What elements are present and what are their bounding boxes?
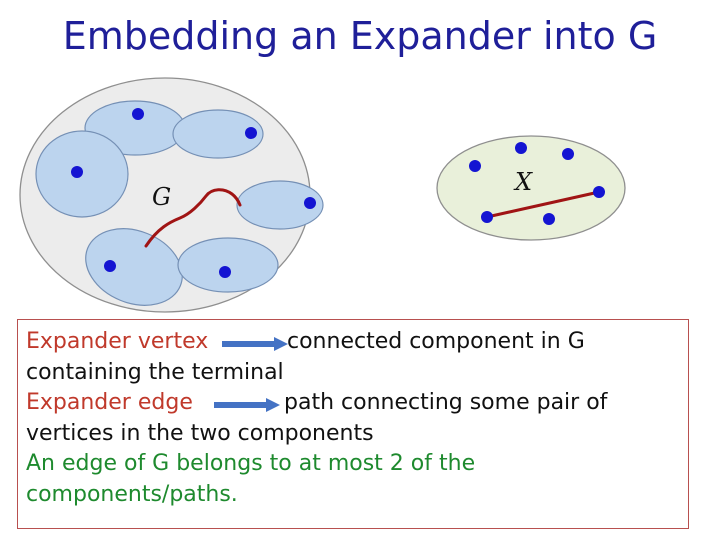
legend-box: Expander vertex connected component in G… xyxy=(17,319,689,529)
note-line-2: components/paths. xyxy=(26,481,238,507)
edge-definition: path connecting some pair of xyxy=(284,390,608,415)
note-line-1: An edge of G belongs to at most 2 of the xyxy=(26,451,476,476)
graph-label: G xyxy=(152,183,171,211)
terminal-vertex xyxy=(132,108,144,120)
expander-vertex xyxy=(543,213,555,225)
terminal-vertex xyxy=(219,266,231,278)
component xyxy=(236,180,324,230)
terminal-vertex xyxy=(71,166,83,178)
edge-row: Expander edge path connecting some pair … xyxy=(26,388,680,419)
expander-vertex xyxy=(562,148,574,160)
right-arrow-icon xyxy=(222,337,288,351)
expander-edge xyxy=(485,190,601,219)
edge-definition-cont: vertices in the two components xyxy=(26,420,374,446)
expander-vertex xyxy=(469,160,481,172)
component xyxy=(172,109,264,159)
right-arrow-icon xyxy=(214,398,280,412)
vertex-definition-cont: containing the terminal xyxy=(26,359,284,385)
expander-vertex xyxy=(481,211,493,223)
vertex-term: Expander vertex xyxy=(26,329,209,354)
vertex-definition: connected component in G xyxy=(287,329,585,354)
expander-label: X xyxy=(513,168,533,196)
edge-term: Expander edge xyxy=(26,390,193,415)
expander-vertex xyxy=(593,186,605,198)
vertex-row: Expander vertex connected component in G xyxy=(26,327,680,358)
terminal-vertex xyxy=(245,127,257,139)
graph-path xyxy=(144,188,242,248)
slide-title: Embedding an Expander into G xyxy=(62,14,658,58)
terminal-vertex xyxy=(304,197,316,209)
terminal-vertex xyxy=(104,260,116,272)
expander-vertex xyxy=(515,142,527,154)
component xyxy=(177,237,279,293)
component xyxy=(85,228,183,306)
